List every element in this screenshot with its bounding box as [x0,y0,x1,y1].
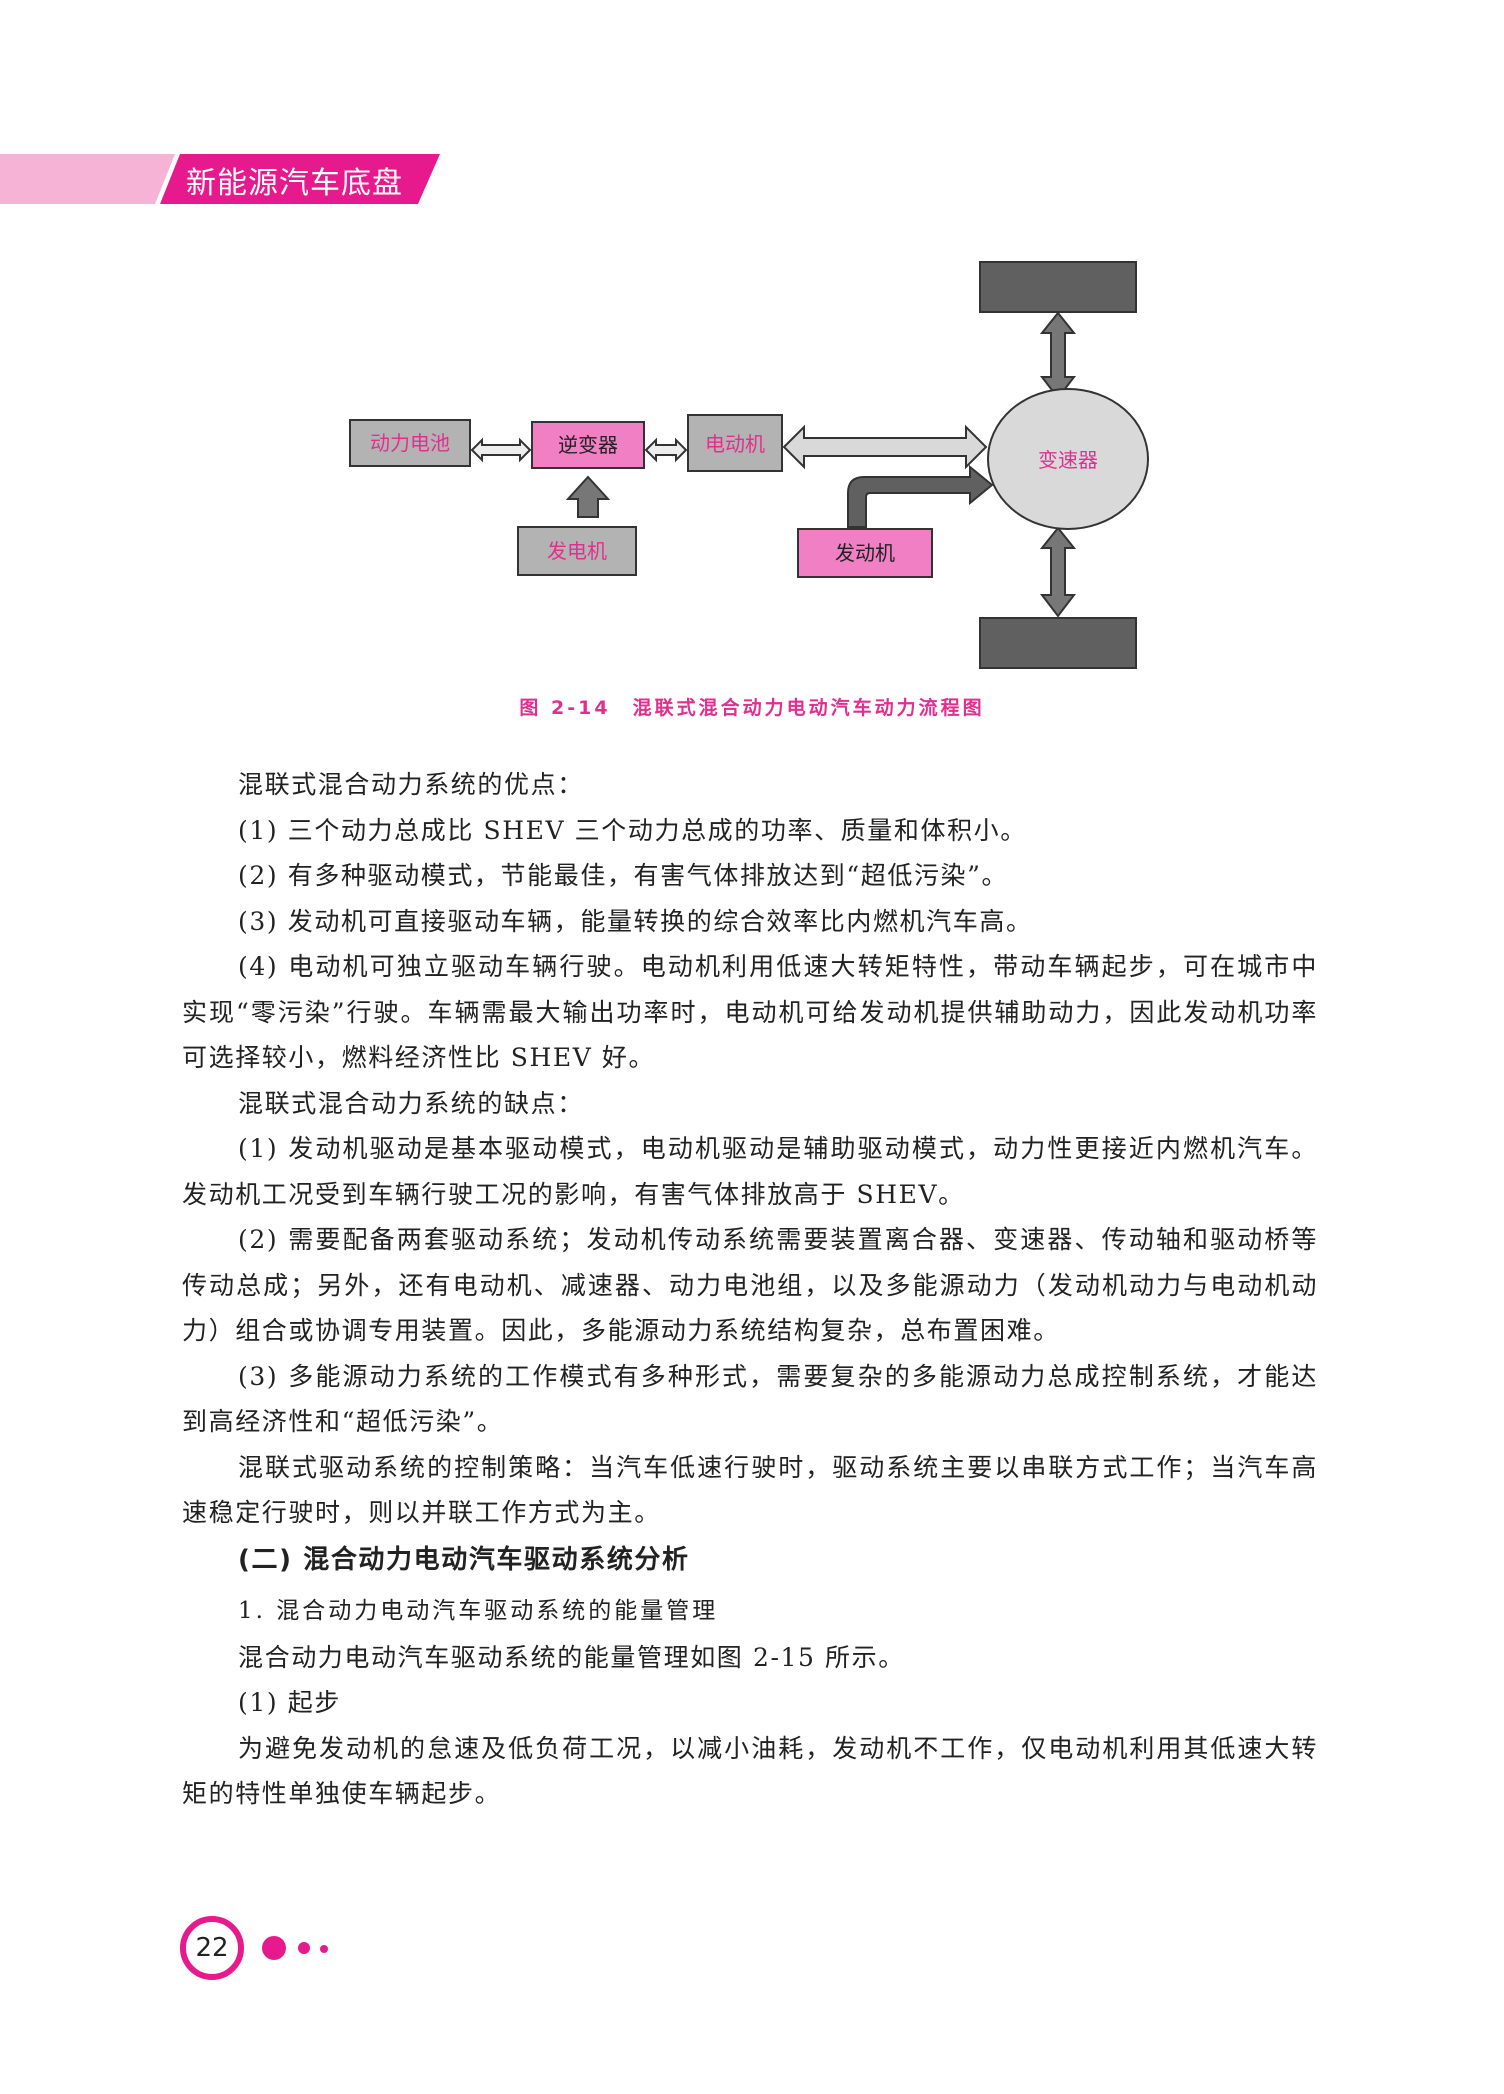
inverter-motor-arrow [644,437,688,463]
paragraph: (1) 发动机驱动是基本驱动模式，电动机驱动是辅助驱动模式，动力性更接近内燃机汽… [182,1134,1318,1209]
top-double-arrow [1039,311,1077,400]
battery-label: 动力电池 [370,431,450,455]
top-wheel-box [979,261,1137,313]
paragraph: (1) 起步 [238,1688,341,1717]
page-dot-small [320,1945,328,1953]
paragraph: (3) 多能源动力系统的工作模式有多种形式，需要复杂的多能源动力总成控制系统，才… [182,1361,1318,1437]
paragraph: (4) 电动机可独立驱动车辆行驶。电动机利用低速大转矩特性，带动车辆起步，可在城… [182,952,1318,1072]
inverter-box [531,421,645,469]
generator-box [517,526,637,576]
motor-label: 电动机 [705,432,765,456]
header-title: 新能源汽车底盘 [186,166,403,201]
battery-inverter-arrow [470,437,532,463]
subsection-heading: 1. 混合动力电动汽车驱动系统的能量管理 [238,1598,719,1624]
paragraph: (2) 需要配备两套驱动系统；发动机传动系统需要装置离合器、变速器、传动轴和驱动… [182,1225,1318,1345]
figure-caption: 图 2-14 混联式混合动力电动汽车动力流程图 [519,697,985,719]
battery-box [349,419,471,467]
bottom-double-arrow [1039,526,1077,618]
transmission-node [987,388,1149,530]
transmission-label: 变速器 [1038,448,1098,472]
paragraph: (2) 有多种驱动模式，节能最佳，有害气体排放达到“超低污染”。 [238,861,1009,890]
paragraph: 为避免发动机的怠速及低负荷工况，以减小油耗，发动机不工作，仅电动机利用其低速大转… [182,1733,1318,1809]
paragraph: (3) 发动机可直接驱动车辆，能量转换的综合效率比内燃机汽车高。 [238,906,1033,936]
engine-label: 发动机 [835,541,895,565]
engine-transmission-arrow [847,464,994,528]
header-banner [0,154,440,204]
page-number-ring [180,1916,244,1980]
page-dot-medium [298,1942,310,1954]
paragraph: 混联式混合动力系统的优点： [238,770,584,799]
section-heading: (二) 混合动力电动汽车驱动系统分析 [238,1544,690,1575]
body-text: 混联式混合动力系统的优点： (1) 三个动力总成比 SHEV 三个动力总成的功率、… [182,762,1318,1817]
paragraph: 混合动力电动汽车驱动系统的能量管理如图 2-15 所示。 [238,1642,905,1672]
engine-box [797,528,933,578]
page-dot-large [262,1936,286,1960]
power-flow-diagram: 变速器 动力电池 逆变器 电动机 发电机 发动机 [349,261,1149,669]
page-number: 22 [195,1933,229,1963]
generator-inverter-arrow [565,475,611,518]
paragraph: 混联式驱动系统的控制策略：当汽车低速行驶时，驱动系统主要以串联方式工作；当汽车高… [182,1452,1318,1528]
motor-box [687,414,783,472]
motor-transmission-arrow [782,424,988,470]
paragraph: (1) 三个动力总成比 SHEV 三个动力总成的功率、质量和体积小。 [238,815,1027,845]
inverter-label: 逆变器 [558,433,618,457]
bottom-wheel-box [979,617,1137,669]
paragraph: 混联式混合动力系统的缺点： [238,1088,584,1118]
generator-label: 发电机 [547,539,607,563]
